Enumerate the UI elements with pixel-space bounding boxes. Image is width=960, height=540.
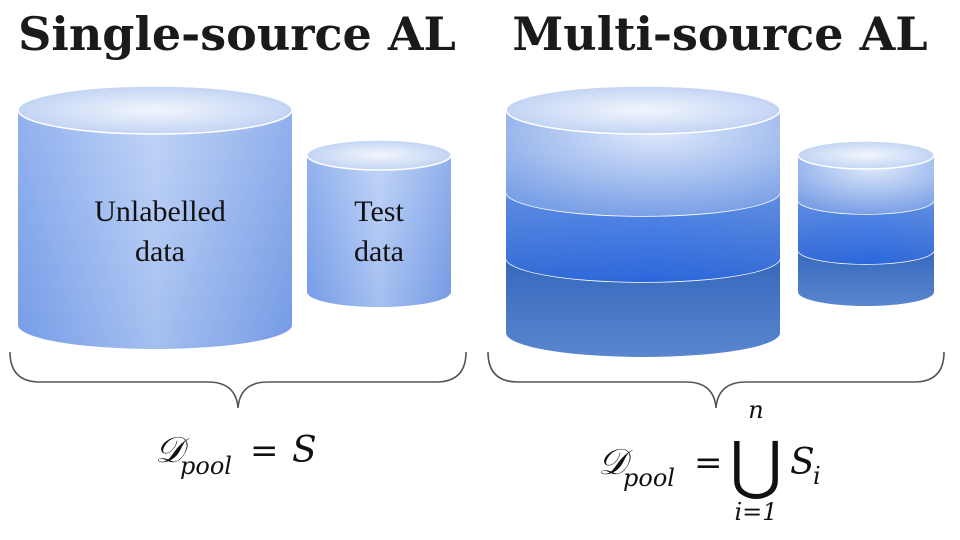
- union-lower-bound: i=1: [734, 498, 777, 526]
- test-data-label-line2: data: [354, 235, 404, 268]
- unlabelled-data-label-line1: Unlabelled: [94, 195, 226, 228]
- set-s-subscript: i: [813, 462, 821, 490]
- pool-subscript: pool: [180, 452, 232, 480]
- unlabelled-data-label-line2: data: [135, 235, 185, 268]
- pool-subscript-multi: pool: [623, 464, 675, 492]
- multi-source-formula: 𝒟 pool = ⋃ n i=1 S i: [598, 396, 821, 526]
- unlabelled-data-cylinder: [17, 85, 293, 349]
- equals-sign: =: [250, 431, 279, 471]
- title-single-source: Single-source AL: [18, 7, 456, 61]
- multi-source-brace: [487, 351, 945, 409]
- union-upper-bound: n: [748, 396, 763, 424]
- single-source-formula: 𝒟 pool = S: [155, 430, 317, 480]
- set-s-multi: S: [790, 442, 815, 483]
- multi-source-test-cylinder: [797, 140, 935, 306]
- test-data-cylinder: [306, 139, 452, 307]
- multi-source-pool-cylinder: [505, 85, 781, 357]
- set-s: S: [292, 430, 317, 471]
- title-multi-source: Multi-source AL: [512, 7, 927, 61]
- equals-sign-multi: =: [694, 443, 723, 483]
- union-operator: ⋃: [730, 429, 783, 503]
- test-data-label-line1: Test: [354, 195, 404, 228]
- single-source-brace: [9, 351, 467, 409]
